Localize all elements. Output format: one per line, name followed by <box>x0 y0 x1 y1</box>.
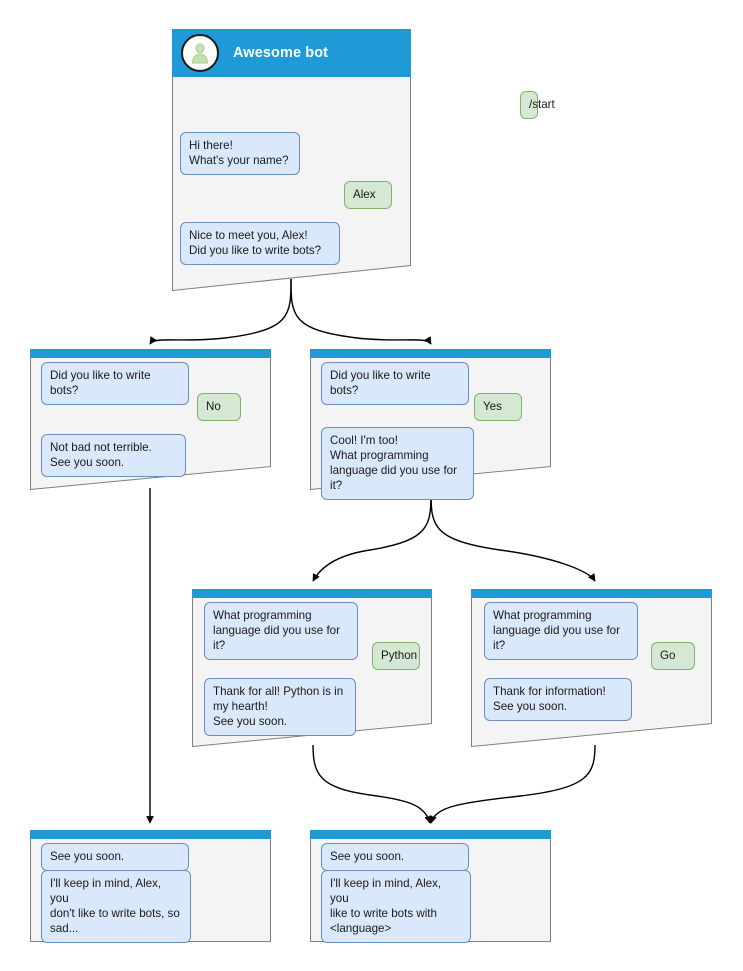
node-messages-end-sad: See you soon. I'll keep in mind, Alex, y… <box>30 830 271 943</box>
node-header-bar <box>30 830 271 839</box>
message-bubble-bot: Thank for all! Python is in my hearth! S… <box>204 678 356 736</box>
node-messages-start: /start Hi there! What's your name? Alex … <box>172 29 555 291</box>
message-bubble-user: Python <box>372 642 420 670</box>
edge-yes-to-go <box>430 489 596 582</box>
edge-go-to-end-happy <box>429 744 596 824</box>
node-answer-yes[interactable]: Did you like to write bots? Yes Cool! I'… <box>310 349 551 500</box>
message-bubble-bot: Did you like to write bots? <box>321 362 469 405</box>
message-bubble-bot: What programming language did you use fo… <box>204 602 358 660</box>
message-bubble-bot: See you soon. <box>41 843 189 871</box>
node-end-happy[interactable]: See you soon. I'll keep in mind, Alex, y… <box>310 830 551 943</box>
message-bubble-bot: Not bad not terrible. See you soon. <box>41 434 186 477</box>
edge-yes-to-python <box>312 489 432 582</box>
message-bubble-user: No <box>197 393 241 421</box>
node-header-bar <box>310 830 551 839</box>
message-bubble-user: Alex <box>344 181 392 209</box>
node-answer-go[interactable]: What programming language did you use fo… <box>471 589 712 747</box>
node-messages-answer-go: What programming language did you use fo… <box>471 589 712 747</box>
message-bubble-user: /start <box>520 91 555 119</box>
node-messages-answer-yes: Did you like to write bots? Yes Cool! I'… <box>310 349 551 500</box>
message-bubble-user: Yes <box>474 393 522 421</box>
node-messages-answer-no: Did you like to write bots? No Not bad n… <box>30 349 271 490</box>
message-bubble-bot: Did you like to write bots? <box>41 362 189 405</box>
node-messages-answer-python: What programming language did you use fo… <box>192 589 432 747</box>
message-bubble-bot: See you soon. <box>321 843 469 871</box>
node-end-sad[interactable]: See you soon. I'll keep in mind, Alex, y… <box>30 830 271 943</box>
message-bubble-bot: I'll keep in mind, Alex, you like to wri… <box>321 870 471 943</box>
message-bubble-bot: Nice to meet you, Alex! Did you like to … <box>180 222 340 265</box>
message-bubble-bot: Thank for information! See you soon. <box>484 678 632 721</box>
message-bubble-bot: I'll keep in mind, Alex, you don't like … <box>41 870 191 943</box>
message-bubble-bot: What programming language did you use fo… <box>484 602 638 660</box>
node-messages-end-happy: See you soon. I'll keep in mind, Alex, y… <box>310 830 551 943</box>
message-bubble-user: Go <box>651 642 695 670</box>
edge-python-to-end-happy <box>312 744 432 824</box>
message-bubble-bot: Hi there! What's your name? <box>180 132 300 175</box>
node-answer-no[interactable]: Did you like to write bots? No Not bad n… <box>30 349 271 490</box>
message-bubble-bot: Cool! I'm too! What programming language… <box>321 427 474 500</box>
node-start[interactable]: Awesome bot /start Hi there! What's your… <box>172 29 555 291</box>
node-answer-python[interactable]: What programming language did you use fo… <box>192 589 432 747</box>
